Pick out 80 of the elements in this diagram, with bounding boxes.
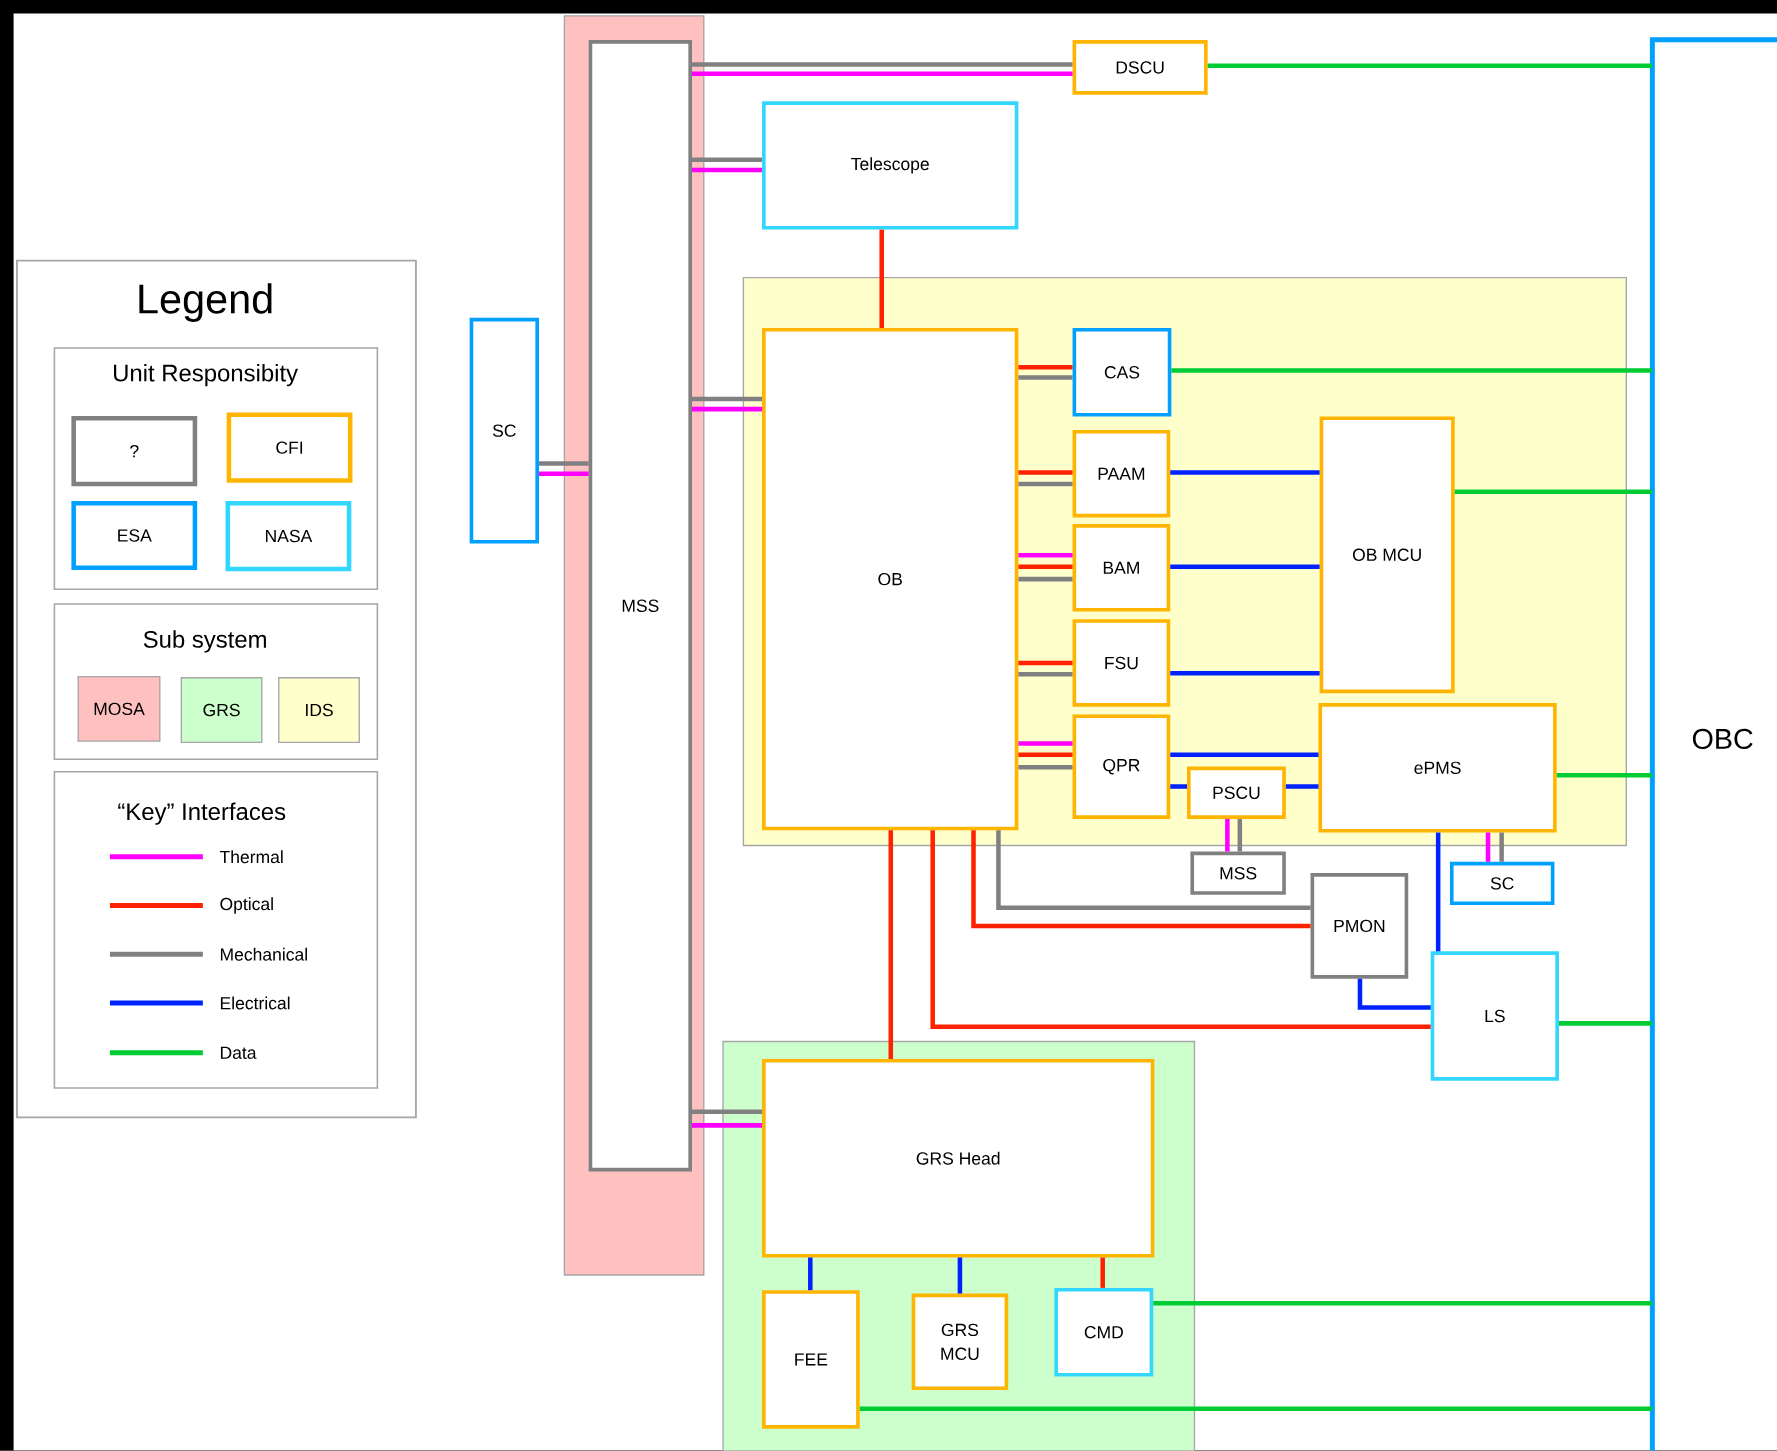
- connector-line: [808, 1257, 813, 1291]
- legend-heading: “Key” Interfaces: [118, 802, 286, 825]
- connector-line: [1435, 832, 1441, 952]
- connector-line: [1170, 671, 1320, 676]
- connector-line: [1485, 832, 1491, 862]
- connector-line: [1237, 819, 1243, 852]
- connector-line: [1170, 470, 1320, 476]
- unit-box: PAAM: [1072, 430, 1171, 518]
- connector-line: [879, 229, 884, 329]
- unit-box: ePMS: [1318, 703, 1557, 833]
- unit-box: BAM: [1072, 524, 1171, 612]
- connector-line: [1018, 577, 1073, 582]
- connector-line: [1018, 765, 1073, 770]
- connector-line: [1170, 564, 1320, 570]
- connector-line: [1225, 819, 1230, 852]
- connector-line: [996, 830, 1311, 911]
- connector-line: [971, 830, 1311, 929]
- connector-line: [1171, 368, 1653, 374]
- connector-line: [957, 1257, 963, 1294]
- legend-label: Optical: [220, 897, 273, 914]
- legend-heading: Unit Responsibity: [114, 364, 298, 387]
- unit-box: FEE: [762, 1290, 860, 1429]
- legend-heading: Sub system: [143, 630, 266, 653]
- unit-box: CAS: [1072, 328, 1172, 417]
- connector-line: [1170, 784, 1187, 789]
- connector-line: [1018, 660, 1073, 666]
- connector-line: [692, 1123, 763, 1128]
- connector-line: [1170, 752, 1319, 758]
- unit-box: GRS MCU: [911, 1293, 1009, 1391]
- unit-box: PSCU: [1187, 766, 1286, 820]
- unit-box: SC: [469, 317, 539, 544]
- unit-box: MSS: [588, 40, 692, 1172]
- connector-line: [1018, 481, 1073, 487]
- connector-line: [1018, 470, 1073, 476]
- connector-line: [1018, 564, 1073, 570]
- legend-title: Legend: [139, 283, 272, 323]
- unit-box: DSCU: [1072, 40, 1208, 95]
- legend-label: Mechanical: [220, 948, 307, 961]
- unit-box: LS: [1430, 951, 1559, 1081]
- unit-box: MSS: [1190, 851, 1286, 896]
- legend-label: Electrical: [220, 996, 290, 1010]
- connector-line: [692, 396, 763, 402]
- unit-box: GRS Head: [762, 1059, 1155, 1258]
- connector-line: [1499, 832, 1504, 862]
- unit-box: Telescope: [762, 101, 1019, 230]
- unit-box: OB MCU: [1319, 416, 1455, 694]
- connector-line: [1357, 978, 1431, 1010]
- unit-box: FSU: [1072, 619, 1171, 707]
- connector-line: [930, 830, 1431, 1030]
- connector-line: [1207, 63, 1653, 69]
- connector-line: [1556, 773, 1653, 778]
- connector-line: [1018, 553, 1073, 558]
- connector-line: [539, 471, 589, 477]
- connector-line: [692, 1109, 763, 1115]
- connector-line: [1454, 489, 1653, 495]
- connector-line: [1018, 365, 1073, 370]
- connector-line: [692, 407, 763, 412]
- connector-line: [1018, 672, 1073, 677]
- connector-line: [1558, 1021, 1653, 1026]
- connector-line: [692, 167, 763, 173]
- connector-line: [1018, 741, 1073, 746]
- connector-line: [692, 157, 763, 163]
- connector-line: [1018, 752, 1073, 758]
- connector-line: [692, 71, 1073, 77]
- connector-line: [1100, 1257, 1105, 1289]
- connector-line: [692, 62, 1073, 68]
- unit-box: SC: [1449, 861, 1555, 906]
- unit-box: OBC: [1649, 37, 1777, 1451]
- legend-label: Data: [220, 1046, 257, 1060]
- connector-line: [859, 1406, 1653, 1412]
- connector-line: [1153, 1301, 1653, 1306]
- unit-box: OB: [762, 328, 1019, 831]
- connector-line: [1018, 375, 1073, 380]
- connector-line: [1285, 784, 1319, 789]
- unit-box: PMON: [1310, 873, 1409, 979]
- unit-box: QPR: [1072, 714, 1171, 820]
- unit-box: CMD: [1054, 1288, 1154, 1377]
- legend-label: Thermal: [219, 850, 283, 864]
- connector-line: [539, 461, 589, 466]
- connector-line: [888, 830, 894, 1060]
